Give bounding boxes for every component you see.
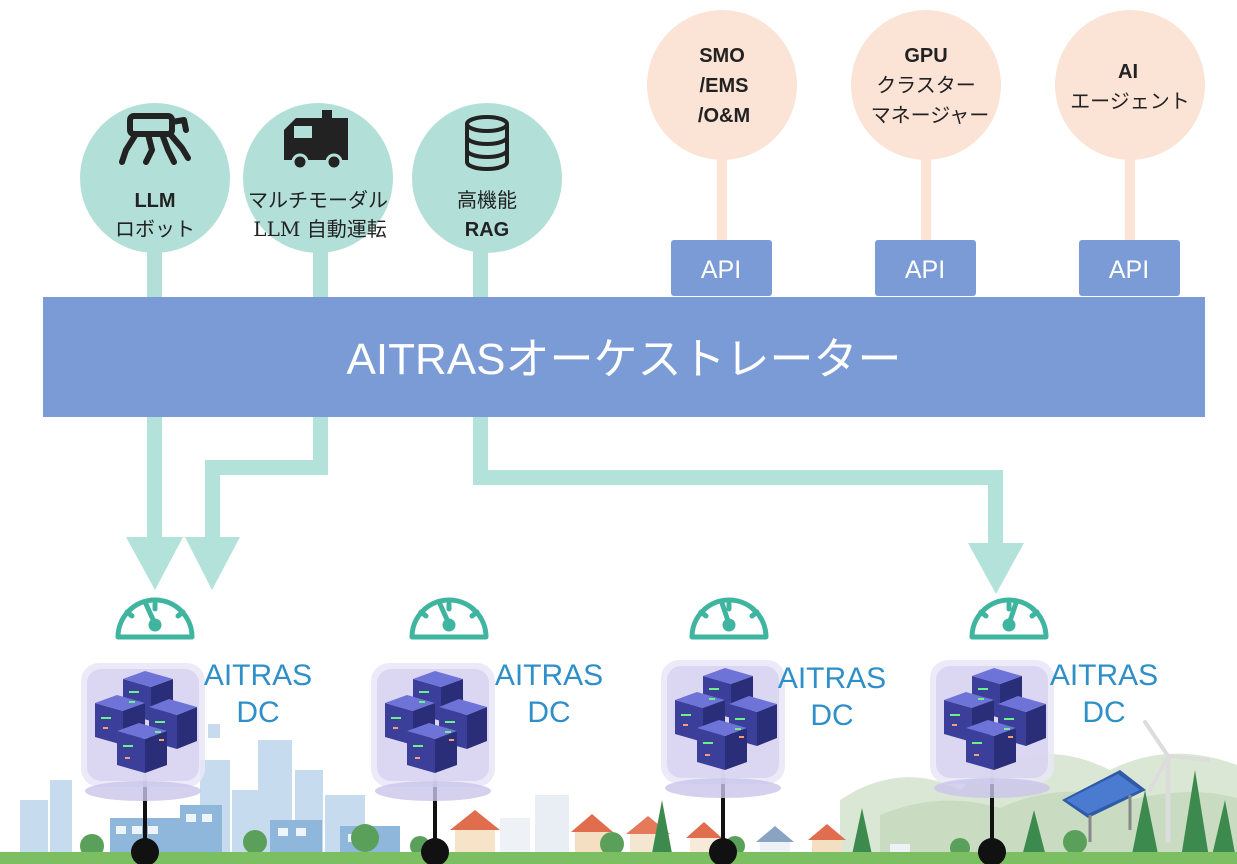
orchestrator-label: AITRASオーケストレーター [347,335,902,384]
service-label-line1: LLM [134,190,175,212]
service-llm-robot: LLM ロボット [80,103,230,253]
dc-label-line1: AITRAS [495,659,603,692]
service-label-line1: マルチモーダル [248,188,388,212]
system-label-line2: /EMS [700,75,749,97]
robot-dog-icon [119,113,191,165]
system-label-line1: AI [1118,61,1138,83]
service-multimodal-driving: マルチモーダル LLM 自動運転 [243,103,393,253]
api-box-1: API [671,240,772,296]
service-label-line1: 高機能 [457,188,517,212]
orchestrator-bar: AITRASオーケストレーター [43,297,1205,417]
datacenter-2: AITRAS DC [371,659,603,864]
solar-panel-icon [1062,770,1146,842]
api-box-2: API [875,240,976,296]
api-label: API [1109,256,1149,284]
dc-label-line1: AITRAS [778,662,886,695]
database-icon [465,115,509,171]
gauge-icon [969,597,1049,640]
service-label-line2: RAG [465,219,509,241]
system-label-line3: マネージャー [871,103,990,127]
external-smo-ems: SMO /EMS /O&M [647,10,797,160]
system-label-line1: GPU [904,45,947,67]
system-label-line3: /O&M [698,105,750,127]
dc-label-line2: DC [810,699,853,732]
vehicle-icon [284,110,348,171]
system-label-line1: SMO [699,45,745,67]
landscape-background [0,720,1237,864]
gauge-icon [689,597,769,640]
wind-turbine-icon [1143,720,1210,843]
api-label: API [701,256,741,284]
external-systems: SMO /EMS /O&M GPU クラスター マネージャー AI エージェント… [647,10,1205,296]
flow-arrows [126,417,1024,594]
dc-label-line1: AITRAS [1050,659,1158,692]
dc-label-line1: AITRAS [204,659,312,692]
external-gpu-cluster: GPU クラスター マネージャー [851,10,1001,160]
api-box-3: API [1079,240,1180,296]
gauges [115,597,1049,640]
service-rag: 高機能 RAG [412,103,562,253]
gauge-icon [115,597,195,640]
gauge-icon [409,597,489,640]
service-label-line2: LLM 自動運転 [253,217,386,241]
dc-label-line2: DC [527,696,570,729]
external-ai-agent: AI エージェント [1055,10,1205,160]
datacenter-3: AITRAS DC [661,660,886,864]
dc-label-line2: DC [236,696,279,729]
service-label-line2: ロボット [115,217,195,241]
system-label-line2: エージェント [1070,89,1190,113]
dc-label-line2: DC [1082,696,1125,729]
system-label-line2: クラスター [876,73,976,97]
datacenter-1: AITRAS DC [81,659,312,864]
api-label: API [905,256,945,284]
top-services: LLM ロボット マルチモーダル LLM 自動運転 高機能 [80,103,562,298]
datacenter-4: AITRAS DC [930,659,1158,864]
